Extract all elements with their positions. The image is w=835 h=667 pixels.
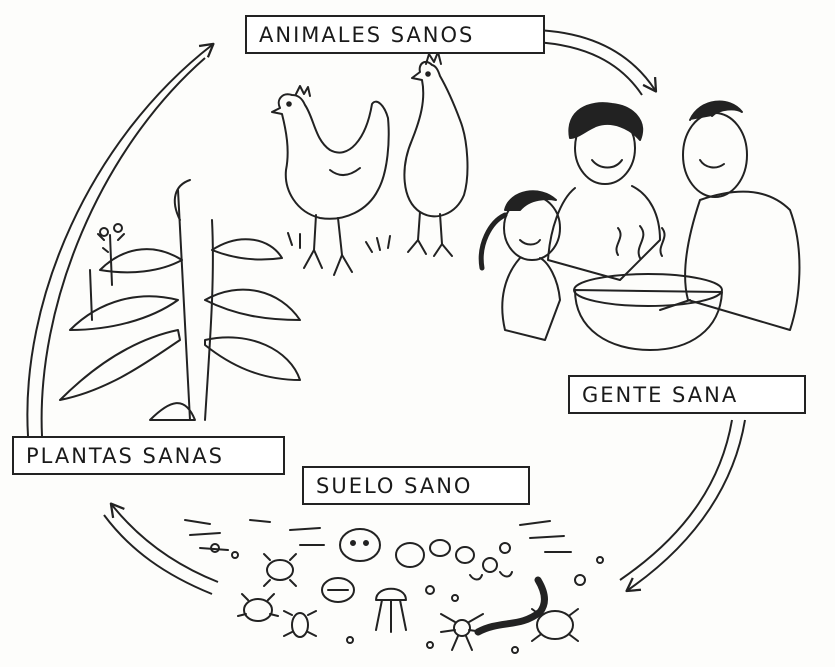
family-illustration [478,100,801,351]
cooking-pot-icon [573,225,723,351]
father-figure [659,100,801,331]
stage-label-suelo: SUELO SANO [302,466,530,506]
stage-label-plantas: PLANTAS SANAS [12,436,285,476]
arrow-plantas-to-animales [26,42,215,437]
plants-illustration [59,179,301,421]
mother-figure [547,102,661,281]
girl-figure [478,190,561,341]
jellyfish-icon [375,587,407,633]
hen-icon [271,85,390,276]
mite-icon [283,610,317,638]
bug-icon [263,553,297,587]
worm-icon [474,576,548,636]
stage-label-animales: ANIMALES SANOS [245,15,545,55]
spider-icon [440,613,484,651]
arrow-suelo-to-plantas [103,502,219,595]
soil-illustration [184,519,604,654]
tick-icon [531,608,579,642]
arrow-gente-to-suelo [619,419,746,593]
arrow-animales-to-gente [534,29,658,96]
rooster-icon [403,51,469,257]
stage-label-gente: GENTE SANA [568,375,806,415]
beetle-icon [237,593,279,622]
chickens-illustration [271,51,469,276]
